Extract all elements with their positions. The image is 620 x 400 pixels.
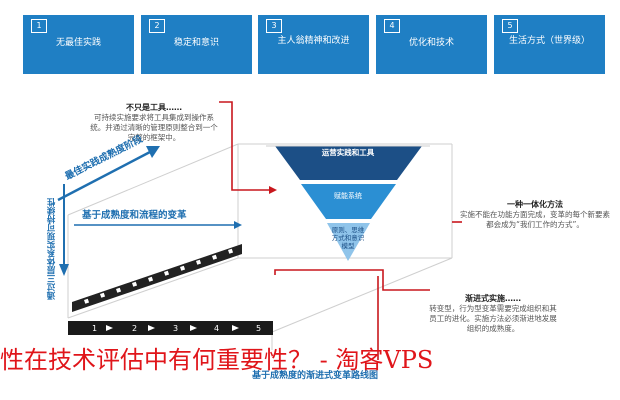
note-body: 可持续实施要求将工具集成到操作系统。并通过清晰的管理原则整合到一个完整的框架中。 [90,113,218,142]
pyramid-top-layer [275,146,422,180]
scale-number-4: 4 [214,324,219,333]
step-number: 5 [502,19,518,33]
maturity-change-label: 基于成熟度和流程的变革 [82,210,187,221]
staircase-band [72,244,242,312]
note-title: 不只是工具…… [126,103,182,112]
three-layer-sustainability-label: 通过三层体系实现可持续性 [47,198,57,300]
vertical-arrowhead [59,264,69,276]
step-number: 1 [31,19,47,33]
box-wireframe [67,143,453,350]
pyramid-mid-label: 赋能系统 [334,191,362,200]
maturity-arrow [57,150,151,202]
step-box-2: 2 稳定和意识 [141,15,252,74]
scale-number-3: 3 [173,324,178,333]
pyramid-bottom-label: 原则、思维方式和意识模型 [331,226,365,250]
step-label: 无最佳实践 [55,38,101,48]
step-label: 生活方式（世界级） [508,36,590,46]
step-label: 优化和技术 [408,38,454,48]
scale-number-2: 2 [132,324,137,333]
step-box-5: 5 生活方式（世界级） [494,15,605,74]
connector-arrowhead [269,186,277,194]
step-number: 3 [266,19,282,33]
scale-number-5: 5 [256,324,261,333]
page-caption: 性在技术评估中有何重要性？ - 淘客VPS [0,346,434,374]
note-not-just-tools: 不只是工具…… 可持续实施要求将工具集成到操作系统。并通过清晰的管理原则整合到一… [90,103,218,143]
pyramid-top-label: 运营实践和工具 [322,147,375,157]
red-connectors [219,101,462,360]
step-number: 2 [149,19,165,33]
step-label: 稳定和意识 [173,38,219,48]
note-integrated-approach: 一种一体化方法 实施不能在功能方面完成，变革的每个新要素都会成为“我们工作的方式… [460,200,610,230]
scale-bar [68,321,273,335]
maturity-arrowhead [146,146,160,158]
note-gradual-implementation: 渐进式实施…… 转变型，行为型变革需要完成组织和其员工的进化。实施方法必须渐进地… [428,294,558,334]
step-box-1: 1 无最佳实践 [23,15,134,74]
step-number: 4 [384,19,400,33]
note-title: 渐进式实施…… [465,294,521,303]
step-box-4: 4 优化和技术 [376,15,487,74]
pyramid-bottom-layer [327,223,370,261]
step-box-3: 3 主人翁精神和改进 [258,15,369,74]
roadmap-label: 基于成熟度的渐进式变革路线图 [251,369,378,381]
change-arrowhead [234,221,242,229]
pyramid-mid-layer [301,184,396,219]
note-body: 实施不能在功能方面完成，变革的每个新要素都会成为“我们工作的方式”。 [460,210,610,229]
scale-number-1: 1 [92,324,97,333]
step-label: 主人翁精神和改进 [277,36,350,46]
scale-arrows [106,325,239,331]
note-body: 转变型，行为型变革需要完成组织和其员工的进化。实施方法必须渐进地发展组织的成熟度… [429,304,557,333]
note-title: 一种一体化方法 [507,200,563,209]
